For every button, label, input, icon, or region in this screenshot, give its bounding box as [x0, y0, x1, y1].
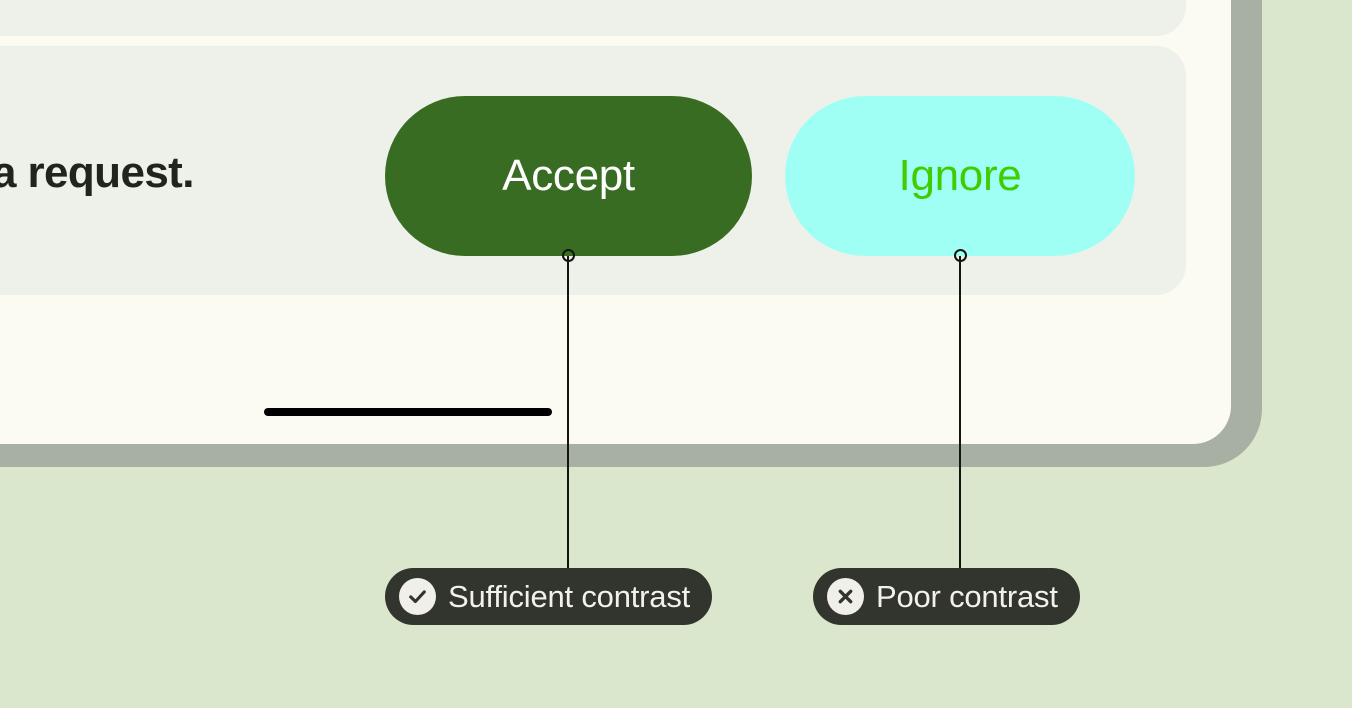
callout-line-accept	[567, 256, 569, 568]
callout-line-ignore	[959, 256, 961, 568]
request-message-text: a request.	[0, 148, 194, 197]
x-circle-icon	[827, 578, 864, 615]
home-indicator-bar	[264, 408, 552, 416]
annotation-poor-contrast: Poor contrast	[813, 568, 1080, 625]
list-panel-above	[0, 0, 1186, 36]
check-circle-icon	[399, 578, 436, 615]
accept-button[interactable]: Accept	[385, 96, 752, 256]
callout-anchor-ignore	[954, 249, 967, 262]
ignore-button[interactable]: Ignore	[785, 96, 1135, 256]
annotation-label: Sufficient contrast	[448, 578, 691, 614]
callout-anchor-accept	[562, 249, 575, 262]
annotation-sufficient-contrast: Sufficient contrast	[385, 568, 713, 625]
annotation-label: Poor contrast	[876, 578, 1058, 614]
